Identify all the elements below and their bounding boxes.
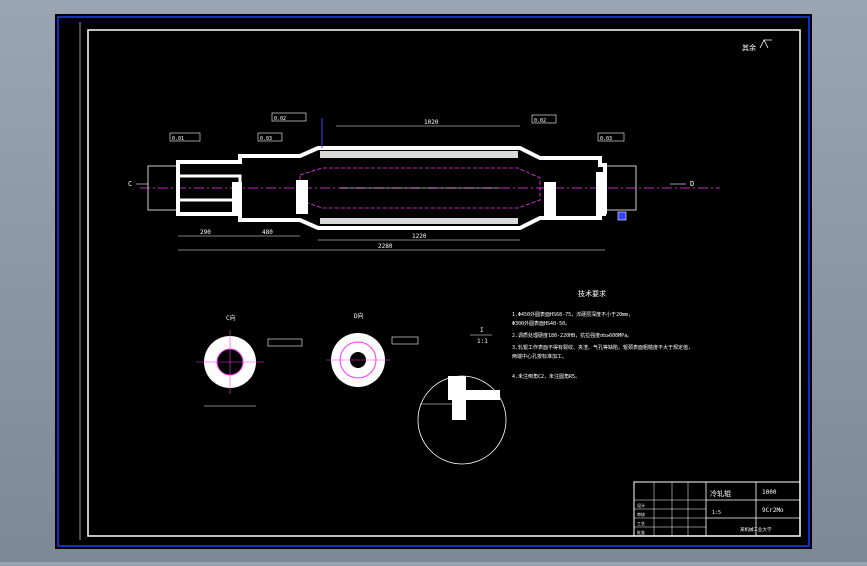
tolerance-frames: 0.01 0.03 0.02 0.02 0.03 bbox=[169, 112, 625, 148]
tech-item-6: 4.未注倒角C2，未注圆角R5。 bbox=[512, 373, 580, 380]
right-collar bbox=[596, 172, 606, 216]
part-name: 冷轧辊 bbox=[710, 489, 731, 498]
dim-left-1-label: 290 bbox=[200, 229, 211, 236]
tech-title: 技术要求 bbox=[578, 289, 606, 298]
outer-frame bbox=[57, 16, 810, 547]
shaft-main-view: 2280 290 480 1220 1020 0.01 0.03 0.02 0.… bbox=[128, 112, 720, 251]
material: 9Cr2Mo bbox=[762, 507, 784, 514]
detail-title-bottom: 1:1 bbox=[477, 338, 488, 345]
detail-profile bbox=[448, 376, 500, 420]
dim-center-label: 1220 bbox=[412, 233, 427, 240]
hatch-band-bottom bbox=[320, 218, 518, 224]
section-view-c: C向 bbox=[196, 314, 303, 407]
drawing-number: 1000 bbox=[762, 489, 777, 496]
section-view-d: D向 bbox=[326, 312, 419, 387]
section-d-title: D向 bbox=[354, 312, 364, 320]
tolerance-label-2: 0.03 bbox=[260, 136, 272, 142]
left-end-extension bbox=[147, 165, 179, 211]
tolerance-label-5: 0.03 bbox=[600, 136, 612, 142]
dim-total-label: 2280 bbox=[378, 243, 393, 250]
tech-item-2: Φ300外圆表面HS40-50。 bbox=[512, 320, 570, 327]
dim-left-2-label: 480 bbox=[262, 229, 273, 236]
tolerance-label-1: 0.01 bbox=[172, 136, 184, 142]
inner-frame bbox=[87, 29, 801, 537]
detail-view-i: I 1:1 bbox=[417, 327, 507, 465]
left-collar bbox=[232, 182, 242, 212]
roughness-note: 其余 bbox=[742, 43, 756, 52]
dim-body-label: 1020 bbox=[424, 119, 439, 126]
roughness-symbol-icon bbox=[759, 39, 772, 49]
tech-item-5: 两端中心孔按标准加工。 bbox=[512, 353, 567, 360]
left-shoulder bbox=[296, 180, 308, 214]
detail-title-top: I bbox=[480, 327, 484, 334]
row-label-1: 设计 bbox=[637, 502, 645, 508]
title-block: 冷轧辊 1000 9Cr2Mo 1:5 某机械工业大学 设计 审核 工艺 批准 bbox=[633, 481, 801, 537]
right-end-extension bbox=[605, 165, 637, 211]
tech-item-1: 1.Φ450外圆表面HS68-75，淬硬层深度不小于20mm， bbox=[512, 311, 633, 318]
row-label-3: 工艺 bbox=[637, 521, 645, 526]
tech-item-4: 3.轧辊工作表面不得有裂纹、夹渣、气孔等缺陷，辊颈表面粗糙度不大于规定值， bbox=[512, 344, 693, 351]
tech-requirements: 技术要求 1.Φ450外圆表面HS68-75，淬硬层深度不小于20mm， Φ30… bbox=[512, 289, 693, 380]
tech-item-3: 2.调质处理硬度180-220HB，抗拉强度σb≥600MPa。 bbox=[512, 332, 632, 339]
row-label-2: 审核 bbox=[637, 511, 645, 517]
drawing-sheet bbox=[55, 14, 812, 549]
right-shoulder bbox=[544, 182, 556, 216]
tolerance-label-3: 0.02 bbox=[274, 116, 286, 122]
view-label-d: D bbox=[690, 180, 694, 188]
school-name: 某机械工业大学 bbox=[740, 526, 772, 533]
hatch-band-top bbox=[320, 151, 518, 158]
tolerance-label-4: 0.02 bbox=[534, 118, 546, 124]
view-label-c: C bbox=[128, 180, 132, 188]
scale: 1:5 bbox=[712, 510, 721, 516]
row-label-4: 批准 bbox=[637, 529, 645, 535]
center-hole-marker bbox=[617, 211, 627, 221]
section-c-title: C向 bbox=[226, 314, 236, 322]
